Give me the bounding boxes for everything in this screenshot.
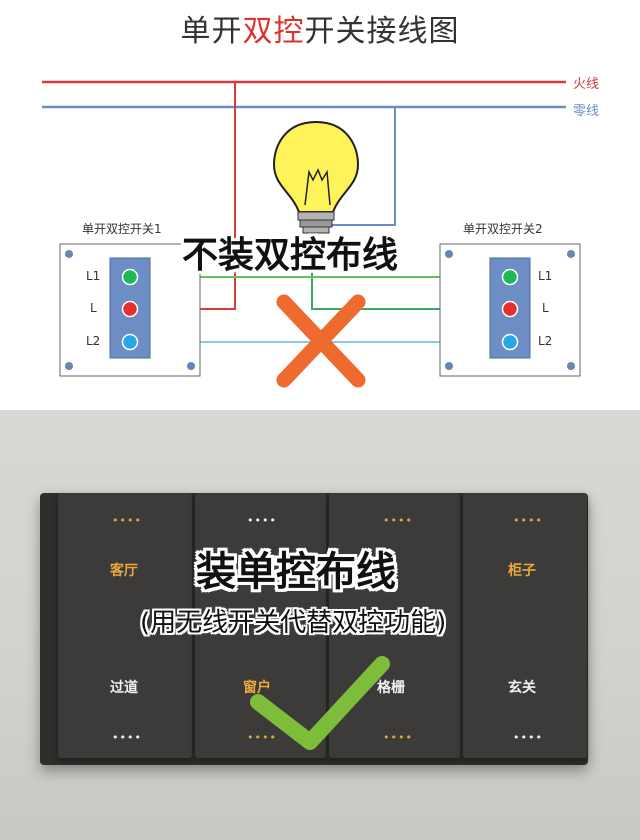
room-label-entrance: 玄关 xyxy=(508,680,536,696)
terminal-red xyxy=(501,300,519,318)
live-wire-label: 火线 xyxy=(573,77,600,92)
screw-icon xyxy=(445,362,453,370)
indicator-dots: •••• xyxy=(247,514,277,527)
terminal-blue xyxy=(501,333,519,351)
screw-icon xyxy=(567,250,575,258)
screw-icon xyxy=(65,250,73,258)
screw-icon xyxy=(445,250,453,258)
switch2-label: 单开双控开关2 xyxy=(463,222,543,236)
room-label-corridor: 过道 xyxy=(110,680,138,696)
indicator-dots: •••• xyxy=(383,731,413,744)
room-label-cabinet: 柜子 xyxy=(508,563,536,579)
overlay-wireless-note: (用无线开关代替双控功能) xyxy=(140,608,447,638)
indicator-dots: •••• xyxy=(383,514,413,527)
overlay-no-double-wiring: 不装双控布线 xyxy=(182,235,399,276)
indicator-dots: •••• xyxy=(247,731,277,744)
switch2-terminal-l2: L2 xyxy=(538,334,553,348)
switch-panel-4[interactable]: •••• 柜子 玄关 •••• xyxy=(463,493,587,758)
indicator-dots: •••• xyxy=(513,514,543,527)
screw-icon xyxy=(65,362,73,370)
switch-panel-1[interactable]: •••• 客厅 过道 •••• xyxy=(58,493,192,758)
title-part-1: 单开 xyxy=(180,14,243,49)
switch1-terminal-l: L xyxy=(90,301,97,315)
room-label-curtain: 窗户 xyxy=(243,680,271,696)
indicator-dots: •••• xyxy=(513,731,543,744)
indicator-dots: •••• xyxy=(112,731,142,744)
switch1-terminal-l1: L1 xyxy=(86,269,101,283)
neutral-to-bulb xyxy=(330,107,396,226)
diagram-title: 单开双控开关接线图 xyxy=(0,6,640,50)
terminal-blue xyxy=(121,333,139,351)
screw-icon xyxy=(187,250,195,258)
screw-icon xyxy=(187,362,195,370)
switch2-terminal-l: L xyxy=(542,301,549,315)
wiring-svg xyxy=(42,80,581,388)
terminal-green xyxy=(501,268,519,286)
cross-icon xyxy=(276,294,366,388)
title-part-3: 开关接线图 xyxy=(304,14,460,49)
switch2-terminal-l1: L1 xyxy=(538,269,553,283)
neutral-wire-label: 零线 xyxy=(573,104,600,119)
terminal-green xyxy=(121,268,139,286)
switch1-terminal-l2: L2 xyxy=(86,334,101,348)
title-part-2: 双控 xyxy=(242,14,305,49)
overlay-single-wiring: 装单控布线 xyxy=(196,549,396,595)
indicator-dots: •••• xyxy=(112,514,142,527)
room-label-grille: 格栅 xyxy=(377,680,405,696)
room-label-living-room: 客厅 xyxy=(110,563,138,579)
switch1-label: 单开双控开关1 xyxy=(82,222,162,236)
terminal-red xyxy=(121,300,139,318)
screw-icon xyxy=(567,362,575,370)
wiring-diagram: 单开双控开关接线图 xyxy=(0,0,640,410)
light-bulb-icon xyxy=(272,120,360,234)
